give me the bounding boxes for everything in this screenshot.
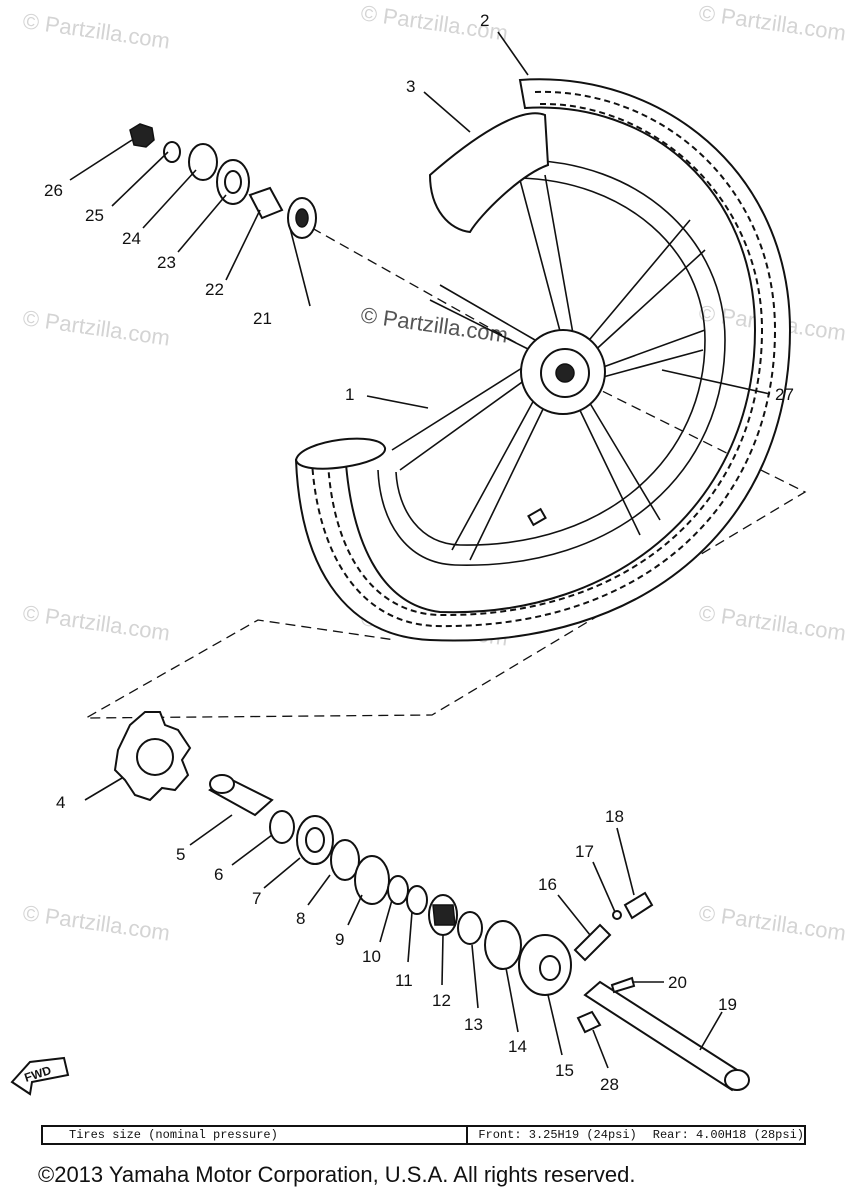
callouts: 1 2 3 4 5 6 7 8 9 10 11 12 13 14 15 16 1… — [44, 11, 794, 1094]
callout-5: 5 — [176, 845, 185, 864]
callout-23: 23 — [157, 253, 176, 272]
spec-front: Front: 3.25H19 (24psi) — [478, 1128, 637, 1142]
upper-hub-parts — [129, 123, 317, 239]
tire-spec-table: Tires size (nominal pressure) Front: 3.2… — [41, 1125, 806, 1145]
callout-18: 18 — [605, 807, 624, 826]
callout-25: 25 — [85, 206, 104, 225]
fwd-arrow-icon: FWD — [10, 1056, 70, 1096]
callout-1: 1 — [345, 385, 354, 404]
watermark: © Partzilla.com — [21, 8, 171, 53]
callout-13: 13 — [464, 1015, 483, 1034]
callout-27: 27 — [775, 385, 794, 404]
callout-9: 9 — [335, 930, 344, 949]
callout-16: 16 — [538, 875, 557, 894]
callout-10: 10 — [362, 947, 381, 966]
watermark: © Partzilla.com — [21, 900, 171, 945]
wheel-assembly — [294, 78, 792, 642]
leader-lines — [69, 31, 771, 1069]
callout-8: 8 — [296, 909, 305, 928]
callout-26: 26 — [44, 181, 63, 200]
callout-7: 7 — [252, 889, 261, 908]
spec-label: Tires size (nominal pressure) — [43, 1127, 469, 1143]
spec-values: Front: 3.25H19 (24psi) Rear: 4.00H18 (28… — [468, 1127, 804, 1143]
callout-19: 19 — [718, 995, 737, 1014]
watermark: © Partzilla.com — [21, 600, 171, 645]
callout-4: 4 — [56, 793, 65, 812]
watermark: © Partzilla.com — [697, 0, 847, 45]
callout-20: 20 — [668, 973, 687, 992]
watermark: © Partzilla.com — [697, 900, 847, 945]
callout-2: 2 — [480, 11, 489, 30]
callout-11: 11 — [395, 971, 413, 990]
watermark: © Partzilla.com — [697, 600, 847, 645]
copyright: ©2013 Yamaha Motor Corporation, U.S.A. A… — [38, 1162, 636, 1187]
tube — [428, 112, 550, 234]
callout-12: 12 — [432, 991, 451, 1010]
callout-15: 15 — [555, 1061, 574, 1080]
spec-rear: Rear: 4.00H18 (28psi) — [652, 1128, 804, 1142]
watermark-center: © Partzilla.com — [359, 302, 509, 347]
callout-22: 22 — [205, 280, 224, 299]
callout-6: 6 — [214, 865, 223, 884]
lower-hub-parts — [113, 711, 750, 1092]
callout-28: 28 — [600, 1075, 619, 1094]
watermark: © Partzilla.com — [21, 305, 171, 350]
assembly-guides — [83, 227, 807, 719]
callout-24: 24 — [122, 229, 141, 248]
callout-3: 3 — [406, 77, 415, 96]
callout-14: 14 — [508, 1037, 527, 1056]
callout-21: 21 — [253, 309, 272, 328]
callout-17: 17 — [575, 842, 594, 861]
